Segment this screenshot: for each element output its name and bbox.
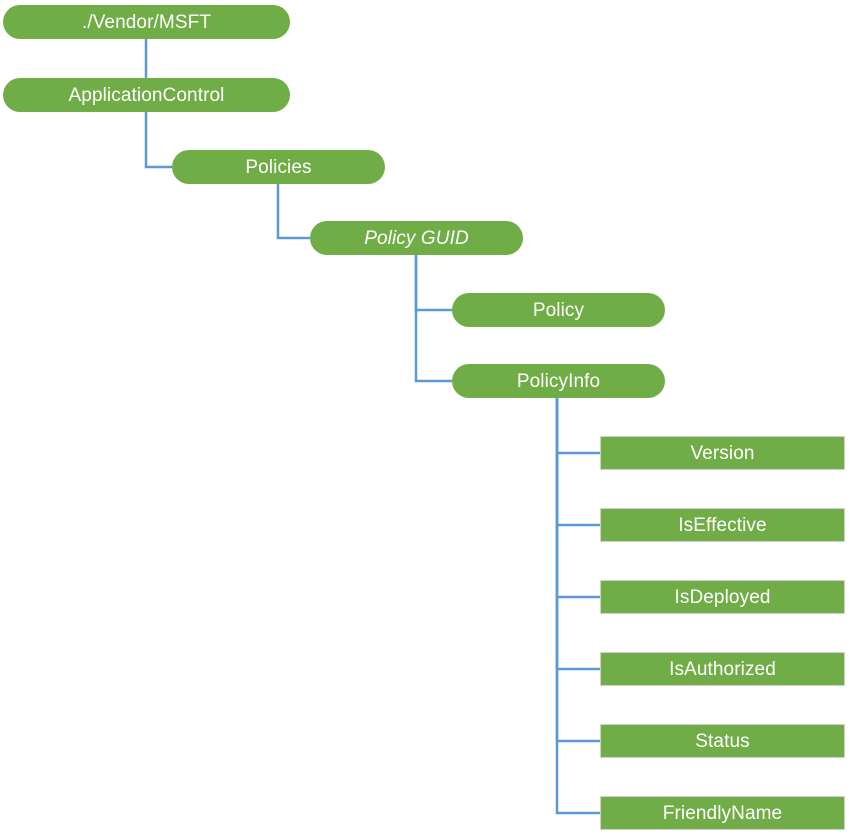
node-is-authorized[interactable]: IsAuthorized bbox=[600, 652, 845, 686]
node-version[interactable]: Version bbox=[600, 436, 845, 470]
connector-appcontrol-to-policies bbox=[144, 112, 172, 169]
node-application-control[interactable]: ApplicationControl bbox=[3, 78, 290, 112]
connector-policyguid-to-policyinfo bbox=[414, 255, 452, 383]
node-label-policy-info: PolicyInfo bbox=[516, 370, 601, 392]
node-label-policies: Policies bbox=[245, 156, 312, 178]
connector-policies-to-policyguid bbox=[276, 184, 310, 240]
node-is-deployed[interactable]: IsDeployed bbox=[600, 580, 845, 614]
node-is-effective[interactable]: IsEffective bbox=[600, 508, 845, 542]
node-label-application-control: ApplicationControl bbox=[68, 84, 225, 106]
node-policy-info[interactable]: PolicyInfo bbox=[452, 364, 665, 398]
node-status[interactable]: Status bbox=[600, 724, 845, 758]
node-label-is-authorized: IsAuthorized bbox=[669, 658, 776, 680]
node-vendor-msft[interactable]: ./Vendor/MSFT bbox=[3, 5, 290, 39]
node-label-status: Status bbox=[695, 730, 750, 752]
node-label-policy: Policy bbox=[532, 299, 585, 321]
connector-policyinfo-to-status bbox=[555, 398, 600, 743]
node-policies[interactable]: Policies bbox=[172, 150, 385, 184]
node-label-is-effective: IsEffective bbox=[678, 514, 767, 536]
connector-policyguid-to-policy bbox=[414, 255, 452, 312]
node-policy[interactable]: Policy bbox=[452, 293, 665, 327]
node-friendly-name[interactable]: FriendlyName bbox=[600, 796, 845, 830]
connector-policyinfo-to-isdeployed bbox=[555, 398, 600, 599]
node-label-friendly-name: FriendlyName bbox=[662, 802, 783, 824]
connector-policyinfo-to-version bbox=[555, 398, 600, 455]
connector-policyinfo-to-isauthorized bbox=[555, 398, 600, 671]
connector-policyinfo-to-iseffective bbox=[555, 398, 600, 527]
node-label-version: Version bbox=[690, 442, 755, 464]
node-label-is-deployed: IsDeployed bbox=[674, 586, 771, 608]
node-label-vendor-msft: ./Vendor/MSFT bbox=[81, 11, 212, 33]
node-label-policy-guid: Policy GUID bbox=[364, 227, 469, 249]
node-policy-guid[interactable]: Policy GUID bbox=[310, 221, 523, 255]
connector-policyinfo-to-friendlyname bbox=[555, 398, 600, 815]
